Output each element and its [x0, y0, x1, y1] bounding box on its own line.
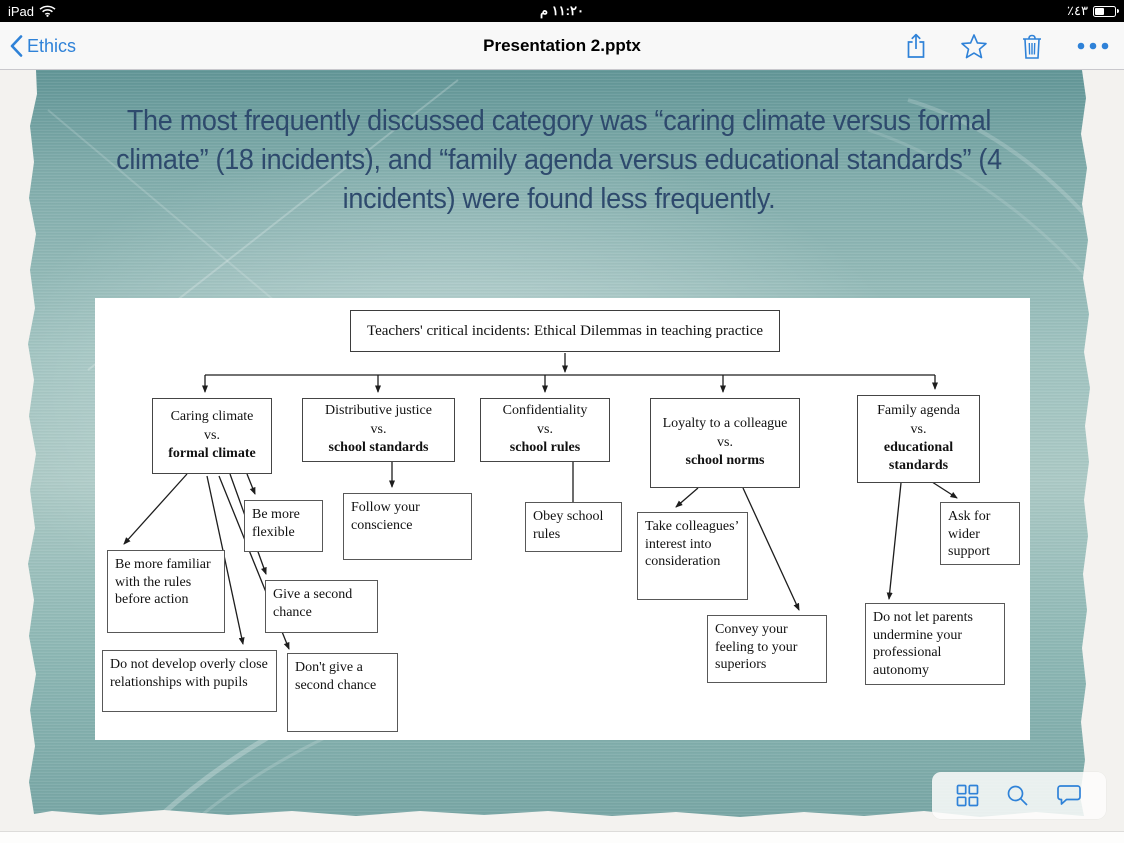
outcome-box-ask-wider-support: Ask for wider support: [940, 502, 1020, 565]
category-box-loyalty: Loyalty to a colleague vs. school norms: [650, 398, 800, 488]
category-versus: vs.: [204, 427, 220, 443]
outcome-box-convey-feeling: Convey your feeling to your superiors: [707, 615, 827, 683]
outcome-box-no-close-relationships: Do not develop overly close relationship…: [102, 650, 277, 712]
back-chevron-icon: [10, 35, 23, 57]
connector-loyalty-to-colleagues: [675, 487, 699, 508]
category-versus: vs.: [910, 421, 927, 437]
comment-bubble-icon: [1057, 785, 1082, 805]
slide-headline: The most frequently discussed category w…: [116, 105, 1002, 215]
outcome-box-be-familiar-with-rules: Be more familiar with the rules before a…: [107, 550, 225, 633]
category-alt: school norms: [685, 453, 765, 469]
document-view[interactable]: The most frequently discussed category w…: [0, 70, 1124, 843]
wifi-icon: [39, 5, 56, 17]
outcome-box-take-colleagues-interest: Take colleagues’ interest into considera…: [637, 512, 748, 600]
outcome-box-no-parents-undermine: Do not let parents undermine your profes…: [865, 603, 1005, 685]
search-button[interactable]: [1006, 784, 1029, 807]
category-name: Family agenda: [877, 403, 960, 419]
connector-loyalty-to-convey: [742, 487, 800, 611]
back-button[interactable]: Ethics: [10, 22, 76, 70]
next-page-edge: [0, 832, 1124, 843]
back-label: Ethics: [27, 35, 77, 56]
thumbnails-button[interactable]: [956, 784, 979, 807]
outcome-box-dont-give-second-chance: Don't give a second chance: [287, 653, 398, 732]
connector-caring-to-familiar: [123, 473, 188, 545]
diagram-panel: Teachers' critical incidents: Ethical Di…: [95, 298, 1030, 740]
connector-caring-to-no-close: [206, 475, 245, 645]
connector-family-to-support: [928, 479, 958, 499]
thumbnails-grid-icon: [956, 784, 979, 807]
comments-button[interactable]: [1056, 784, 1082, 807]
device-label: iPad: [8, 3, 35, 19]
category-name: Loyalty to a colleague: [662, 416, 788, 432]
connectors-svg: [123, 353, 958, 650]
share-button[interactable]: [904, 32, 928, 60]
outcome-box-follow-conscience: Follow your conscience: [343, 493, 472, 560]
category-name: Caring climate: [170, 409, 254, 425]
category-alt: school rules: [509, 440, 581, 456]
more-icon: [1077, 42, 1109, 50]
more-button[interactable]: [1076, 41, 1110, 51]
favorite-button[interactable]: [960, 33, 988, 60]
category-box-family-agenda: Family agenda vs. educational standards: [857, 395, 980, 483]
outcome-box-give-second-chance: Give a second chance: [265, 580, 378, 633]
outcome-box-obey-school-rules: Obey school rules: [525, 502, 622, 552]
document-title: Presentation 2.pptx: [483, 36, 641, 55]
category-alt: formal climate: [168, 446, 256, 462]
delete-button[interactable]: [1020, 33, 1044, 60]
connector-caring-to-flexible: [246, 473, 256, 495]
category-versus: vs.: [537, 421, 553, 437]
clock: م ١١:٢٠: [540, 3, 584, 18]
nav-bar: Ethics Presentation 2.pptx: [0, 22, 1124, 70]
diagram-root-box: Teachers' critical incidents: Ethical Di…: [350, 310, 780, 352]
share-icon: [907, 33, 925, 58]
status-bar: iPad م ١١:٢٠ ٪٤٣: [0, 0, 1124, 22]
category-versus: vs.: [370, 421, 387, 437]
category-name: Confidentiality: [502, 403, 588, 419]
battery-percent: ٪٤٣: [1067, 3, 1088, 18]
connector-family-to-parents: [886, 482, 902, 600]
page-toolbar: [932, 772, 1106, 819]
category-alt: educational standards: [883, 440, 954, 474]
outcome-box-be-more-flexible: Be more flexible: [244, 500, 323, 552]
category-box-confidentiality: Confidentiality vs. school rules: [480, 398, 610, 462]
trash-icon: [1023, 34, 1041, 59]
star-icon: [961, 33, 987, 58]
category-versus: vs.: [717, 434, 733, 450]
category-box-caring-climate: Caring climate vs. formal climate: [152, 398, 272, 474]
category-alt: school standards: [328, 440, 429, 456]
search-icon: [1007, 785, 1028, 806]
battery-icon: [1093, 5, 1119, 17]
category-box-distributive-justice: Distributive justice vs. school standard…: [302, 398, 455, 462]
category-name: Distributive justice: [325, 403, 432, 419]
